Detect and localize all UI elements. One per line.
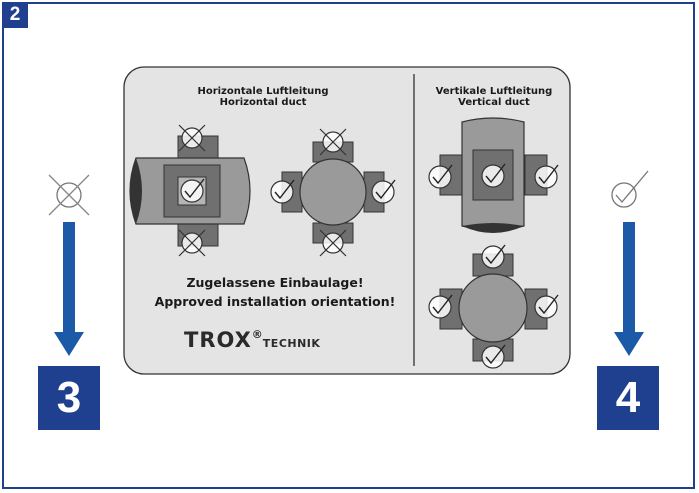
horizontal-title-de: Horizontale Luftleitung <box>197 86 329 97</box>
figure-number: 2 <box>2 2 28 28</box>
vertical-title-de: Vertikale Luftleitung <box>435 86 553 97</box>
check-mark <box>481 244 506 269</box>
check-circle-icon <box>611 170 649 208</box>
cross-mark <box>178 124 206 152</box>
approval-note-de: Zugelassene Einbaulage! <box>186 275 364 290</box>
down-arrow-right <box>614 222 644 356</box>
trox-brand: TROX <box>184 328 252 352</box>
cross-mark <box>178 229 206 257</box>
cross-circle-icon <box>48 174 90 216</box>
approval-note-en: Approved installation orientation! <box>154 294 396 309</box>
cross-marks <box>178 124 347 257</box>
check-mark <box>270 179 295 204</box>
check-marks <box>180 163 559 369</box>
cross-mark <box>319 229 347 257</box>
vertical-title-en: Vertical duct <box>458 97 530 108</box>
trox-logo: TROX®TECHNIK <box>184 328 320 352</box>
down-arrow-left <box>54 222 84 356</box>
figure-frame <box>2 2 695 489</box>
check-mark <box>428 164 453 189</box>
check-mark <box>481 344 506 369</box>
check-mark <box>180 178 205 203</box>
step-4-badge: 4 <box>597 366 659 430</box>
check-mark <box>534 294 559 319</box>
check-mark <box>481 163 506 188</box>
horizontal-title-en: Horizontal duct <box>219 97 307 108</box>
check-mark <box>534 164 559 189</box>
check-mark <box>371 179 396 204</box>
trox-technik: TECHNIK <box>262 337 321 350</box>
check-mark <box>428 294 453 319</box>
trox-registered-mark: ® <box>251 328 263 341</box>
step-3-badge: 3 <box>38 366 100 430</box>
cross-mark <box>319 128 347 156</box>
